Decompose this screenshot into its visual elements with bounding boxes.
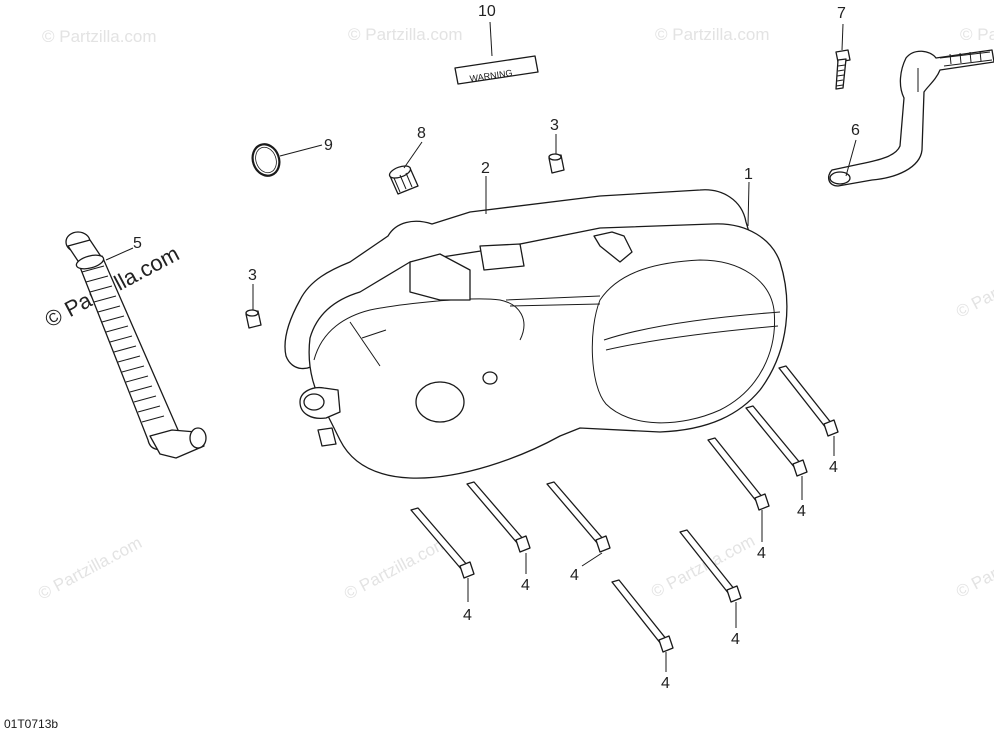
callout-5: 5 [133,235,142,252]
callout-4: 4 [521,577,530,594]
callout-4: 4 [731,631,740,648]
callout-8: 8 [417,125,426,142]
crankcase-cover-part[interactable] [299,223,788,479]
warning-label-part[interactable]: WARNING [454,55,539,85]
callout-4: 4 [797,503,806,520]
cover-bolt-part[interactable] [745,405,808,477]
diagram-code: 01T0713b [4,717,59,731]
callout-4: 4 [661,675,670,692]
watermark: © Partzilla.com [348,25,463,44]
callout-3: 3 [550,117,559,134]
breather-hose-part[interactable] [65,231,207,459]
watermark: © Partzilla.com [953,531,994,602]
callout-2: 2 [481,160,490,177]
kick-starter-lever-part[interactable] [827,49,994,187]
callout-9: 9 [324,137,333,154]
callout-4: 4 [463,607,472,624]
dowel-pin-part[interactable] [245,309,262,329]
needle-bearing-part[interactable] [388,164,419,195]
o-ring-part[interactable] [248,141,283,180]
cover-bolt-part[interactable] [707,437,770,511]
callout-4: 4 [829,459,838,476]
callout-10: 10 [478,3,496,20]
callout-4: 4 [570,567,579,584]
watermark: © Partzilla.com [960,25,994,44]
cover-bolt-part[interactable] [410,507,475,579]
cover-bolt-part[interactable] [778,365,839,437]
watermark: © Partzilla.com [648,531,758,602]
watermark: © Partzilla.com [35,533,145,604]
callout-6: 6 [851,122,860,139]
callout-1: 1 [744,166,753,183]
cover-bolt-part[interactable] [679,529,742,603]
watermark: © Partzilla.com [953,251,994,322]
cover-bolt-part[interactable] [611,579,674,653]
callout-4: 4 [757,545,766,562]
callout-7: 7 [837,5,846,22]
watermark: © Partzilla.com [42,27,157,46]
watermark: © Partzilla.com [655,25,770,44]
callout-3: 3 [248,267,257,284]
callouts: 10 7 6 9 8 3 2 1 3 5 4 4 4 4 4 4 4 4 [133,3,860,692]
watermark: © Partzilla.com [341,533,451,604]
dowel-pin-part[interactable] [548,153,565,174]
cover-bolt-part[interactable] [546,481,611,553]
kick-lever-bolt-part[interactable] [835,49,851,90]
leader-lines [105,21,857,672]
cover-bolt-part[interactable] [466,481,531,553]
